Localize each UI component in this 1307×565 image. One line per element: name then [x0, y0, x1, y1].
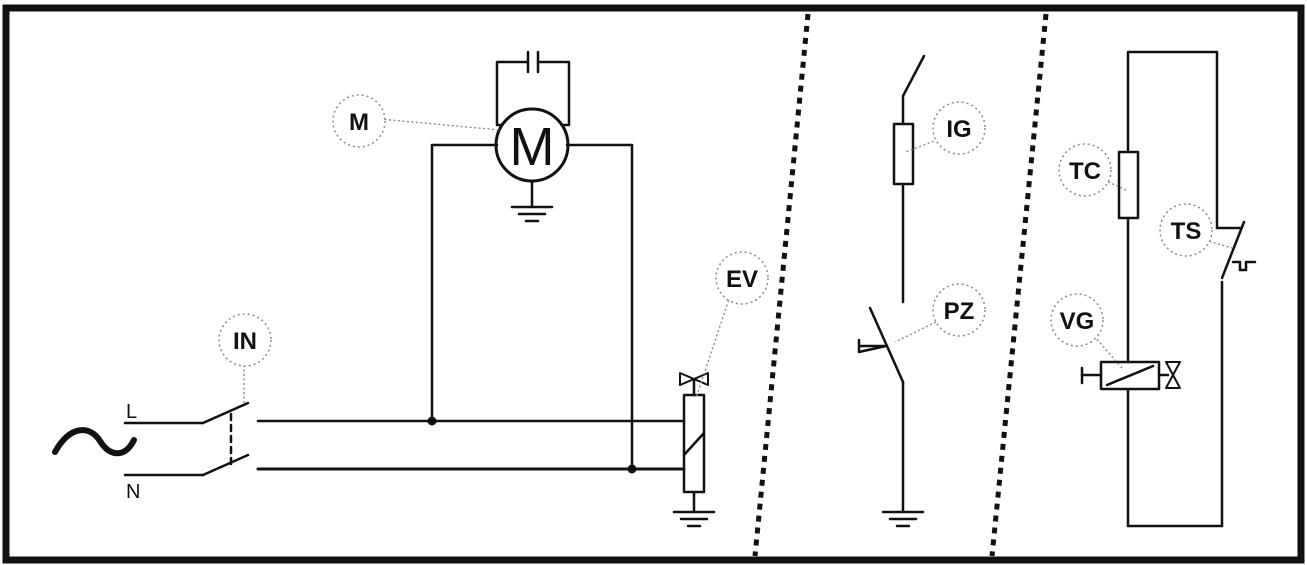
callout-motor: M	[332, 94, 386, 148]
callout-piezo: PZ	[932, 283, 986, 337]
gas-valve-symbol-icon	[1165, 361, 1181, 389]
motor-feed-n	[565, 143, 634, 471]
callout-gas-valve: VG	[1050, 293, 1104, 347]
callout-ignition: IG	[932, 101, 986, 155]
svg-text:IN: IN	[233, 328, 257, 355]
main-switch	[123, 401, 686, 477]
svg-text:TC: TC	[1069, 158, 1101, 185]
safety-thermostat	[1215, 220, 1257, 528]
piezo-switch	[857, 306, 925, 528]
motor: M	[494, 50, 571, 223]
diagram-frame	[2, 4, 1305, 564]
callout-safety-thermostat: TS	[1159, 203, 1213, 257]
solenoid-valve	[672, 372, 716, 528]
motor-ground-icon	[510, 205, 554, 223]
ac-supply-symbol	[52, 427, 137, 457]
motor-symbol-letter: M	[510, 117, 555, 177]
piezo-ground-icon	[881, 510, 925, 528]
callout-thermocouple: TC	[1058, 143, 1112, 197]
safety-loop-top	[1126, 50, 1219, 230]
valve-ground-icon	[672, 510, 716, 528]
ignition-circuit: IG PZ	[857, 54, 986, 528]
callout-solenoid-valve: EV	[715, 251, 769, 305]
neutral-label: N	[126, 481, 140, 503]
ignition-electrode	[901, 54, 926, 126]
power-circuit: L N M	[52, 50, 769, 528]
line-label: L	[126, 401, 137, 423]
svg-text:PZ: PZ	[944, 298, 975, 325]
gas-valve	[1080, 360, 1224, 528]
svg-text:TS: TS	[1171, 218, 1202, 245]
svg-text:IG: IG	[946, 116, 971, 143]
svg-text:EV: EV	[726, 266, 758, 293]
safety-circuit: TC TS VG	[1050, 50, 1257, 528]
valve-symbol-icon	[679, 372, 709, 386]
svg-text:VG: VG	[1060, 308, 1095, 335]
svg-text:M: M	[349, 109, 369, 136]
motor-feed-l	[430, 143, 499, 423]
safety-loop-bottom	[1126, 387, 1224, 528]
callout-main-switch: IN	[218, 313, 272, 367]
